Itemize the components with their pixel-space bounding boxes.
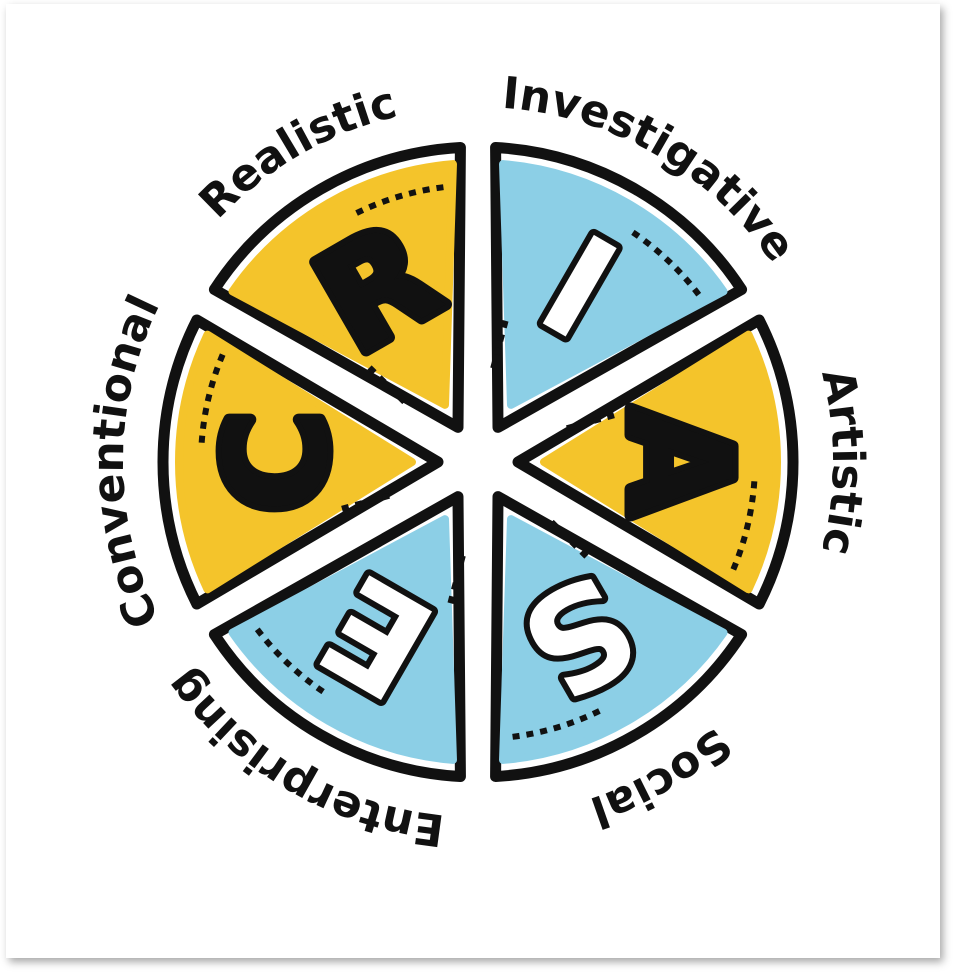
dash-accent-outer (631, 229, 704, 301)
segment-fill-realistic (228, 160, 457, 409)
segment-fill-conventional (175, 330, 416, 594)
dash-accent-inner (363, 361, 407, 405)
dash-accent-outer (198, 349, 228, 443)
label-artistic: Artistic (811, 364, 873, 559)
dash-accent-outer (507, 708, 601, 741)
segment-fill-social (499, 515, 728, 764)
dash-accent-outer (728, 481, 758, 575)
label-text: Conventional (83, 287, 170, 635)
segment-fill-artistic (540, 330, 781, 594)
letter-a: A (597, 408, 760, 516)
segment-fill-investigative (499, 160, 728, 409)
dash-accent-inner (335, 492, 390, 514)
dash-accent-inner (490, 314, 511, 369)
dash-accent-outer (355, 183, 449, 216)
dash-accent-inner (445, 555, 466, 610)
dash-accent-inner (566, 410, 621, 432)
segment-fill-enterprising (228, 515, 457, 764)
label-text: Artistic (811, 364, 873, 559)
letter-c: C (197, 411, 360, 514)
label-conventional: Conventional (83, 287, 170, 635)
dash-accent-outer (252, 623, 325, 695)
dash-accent-inner (549, 519, 593, 563)
